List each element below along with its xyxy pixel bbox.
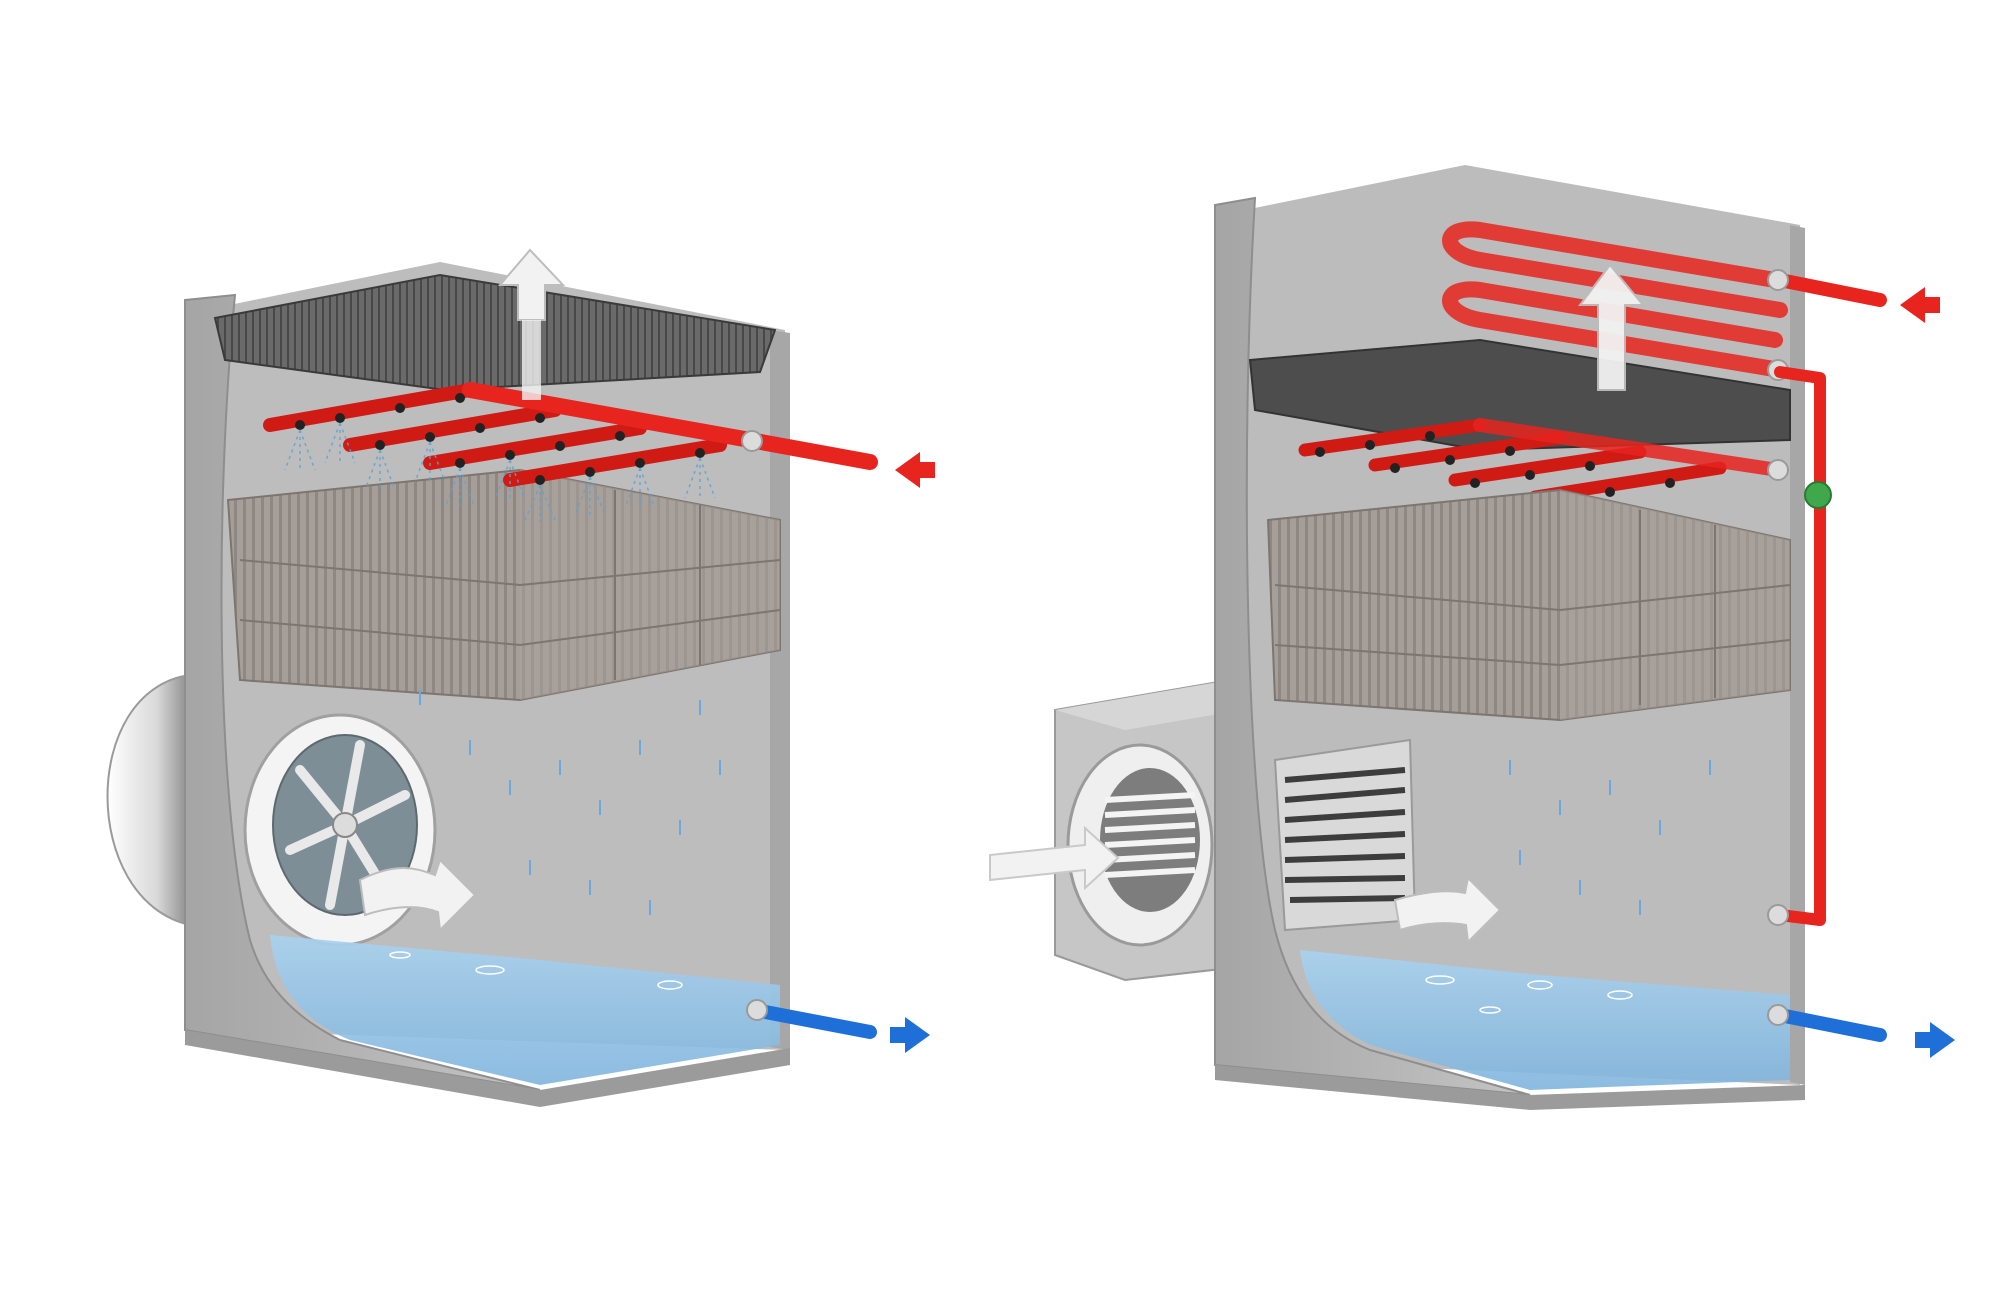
fan-hood [108,675,191,925]
hot-water-in-arrow-icon [895,452,935,488]
fill-media [228,470,780,700]
closed-circuit-cooling-tower [990,165,1955,1110]
axial-fan [245,715,435,945]
cold-water-out-arrow-icon [1915,1022,1955,1058]
centrifugal-fan [1275,740,1415,930]
hot-water-in-arrow-icon [1900,287,1940,323]
casing-right-wall [1790,225,1805,1085]
open-cooling-tower [108,250,936,1107]
airflow-up-shaft [522,320,541,400]
cold-water-out-arrow-icon [890,1017,930,1053]
fill-media [1268,490,1790,720]
valve [1805,482,1831,508]
